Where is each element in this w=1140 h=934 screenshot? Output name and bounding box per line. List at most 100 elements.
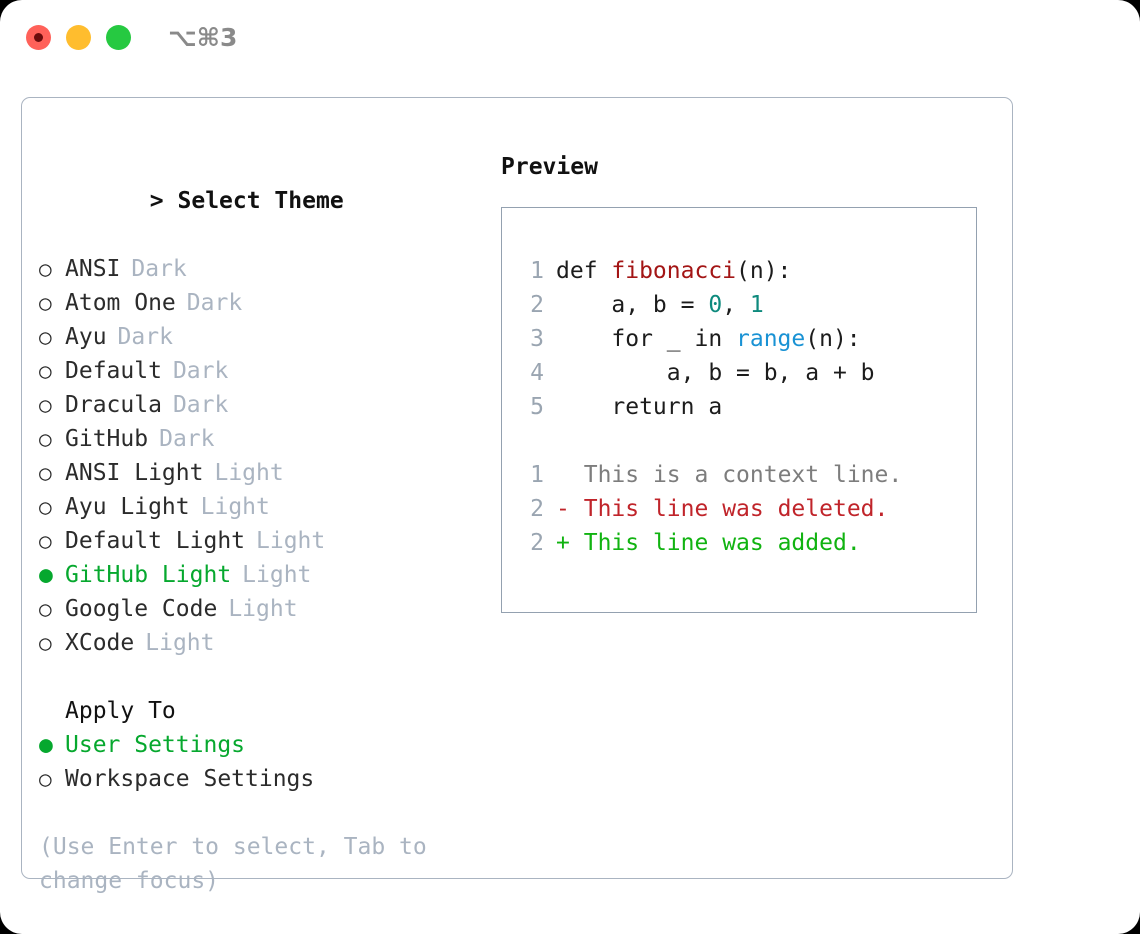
code-token-plain: a, b = (556, 292, 709, 318)
code-token-plain: (n): (805, 326, 861, 352)
diff-preview: 1 This is a context line.2- This line wa… (514, 458, 976, 560)
theme-option-variant: Dark (172, 358, 229, 384)
diff-line-text: This line was added. (583, 530, 861, 556)
theme-option-label: ANSI Light (65, 460, 204, 486)
radio-unselected-icon: ○ (39, 291, 52, 315)
radio-unselected-icon: ○ (39, 257, 52, 281)
theme-option-github[interactable]: ○ GitHub Dark (39, 422, 489, 456)
code-token-num: 0 (708, 292, 723, 318)
code-line: 2 a, b = 0, 1 (514, 288, 976, 322)
code-token-num: 1 (749, 292, 764, 318)
code-token-fn: fibonacci (611, 258, 737, 284)
radio-unselected-icon: ○ (39, 597, 52, 621)
code-line: 1 def fibonacci(n): (514, 254, 976, 288)
radio-unselected-icon: ○ (39, 767, 52, 791)
apply-to-option-label: User Settings (65, 732, 246, 758)
radio-unselected-icon: ○ (39, 495, 52, 519)
theme-option-label: Google Code (65, 596, 218, 622)
radio-unselected-icon: ○ (39, 393, 52, 417)
diff-gap (570, 492, 584, 526)
diff-line-number: 1 (530, 462, 544, 488)
code-line-number: 3 (530, 326, 544, 352)
theme-option-ayu[interactable]: ○ Ayu Dark (39, 320, 489, 354)
radio-selected-icon: ● (39, 732, 53, 758)
theme-option-variant: Dark (159, 426, 215, 452)
select-theme-title: Select Theme (177, 188, 344, 214)
theme-option-variant: Light (214, 460, 284, 486)
window-controls (26, 25, 131, 50)
theme-option-github-light[interactable]: ● GitHub Light Light (39, 558, 489, 592)
theme-option-variant: Dark (186, 290, 243, 316)
theme-option-label: Default Light (65, 528, 246, 554)
radio-selected-icon: ● (39, 562, 53, 588)
theme-option-variant: Light (145, 630, 215, 656)
theme-option-label: XCode (65, 630, 135, 656)
code-line-number: 1 (530, 258, 544, 284)
theme-option-variant: Dark (131, 256, 187, 282)
theme-option-xcode[interactable]: ○ XCode Light (39, 626, 489, 660)
diff-gap (570, 526, 584, 560)
diff-marker: + (556, 530, 570, 556)
code-line: 4 a, b = b, a + b (514, 356, 976, 390)
code-line: 3 for _ in range(n): (514, 322, 976, 356)
code-token-plain: , (722, 292, 750, 318)
radio-unselected-icon: ○ (39, 631, 52, 655)
code-line-number: 2 (530, 292, 544, 318)
maximize-button[interactable] (106, 25, 131, 50)
diff-marker (556, 458, 570, 492)
radio-unselected-icon: ○ (39, 325, 52, 349)
theme-option-label: Ayu Light (65, 494, 190, 520)
theme-option-label: ANSI (65, 256, 121, 282)
theme-option-variant: Light (256, 528, 326, 554)
minimize-button[interactable] (66, 25, 91, 50)
theme-option-google-code[interactable]: ○ Google Code Light (39, 592, 489, 626)
theme-option-variant: Light (242, 562, 312, 588)
keyboard-shortcut-label: ⌥⌘3 (168, 23, 238, 52)
diff-gap (570, 458, 584, 492)
diff-line-text: This is a context line. (583, 462, 903, 488)
diff-line-number: 2 (530, 530, 544, 556)
theme-option-variant: Dark (172, 392, 229, 418)
apply-to-header: Apply To (65, 698, 176, 724)
radio-unselected-icon: ○ (39, 427, 52, 451)
diff-line-number: 2 (530, 496, 544, 522)
apply-to-list: ● User Settings ○ Workspace Settings (39, 728, 489, 796)
preview-title: Preview (501, 154, 598, 180)
diff-line-added: 2 + This line was added. (514, 526, 976, 560)
apply-to-option-workspace-settings[interactable]: ○ Workspace Settings (39, 762, 489, 796)
apply-to-option-label: Workspace Settings (65, 766, 315, 792)
theme-option-ansi[interactable]: ○ ANSI Dark (39, 252, 489, 286)
theme-option-label: GitHub Light (65, 562, 232, 588)
theme-option-ansi-light[interactable]: ○ ANSI Light Light (39, 456, 489, 490)
theme-option-label: GitHub (65, 426, 149, 452)
radio-unselected-icon: ○ (39, 461, 52, 485)
theme-option-variant: Light (228, 596, 298, 622)
apply-to-option-user-settings[interactable]: ● User Settings (39, 728, 489, 762)
select-theme-header: > Select Theme (39, 150, 489, 252)
code-line: 5 return a (514, 390, 976, 424)
code-token-plain: for _ in (556, 326, 737, 352)
code-token-plain: def (556, 258, 612, 284)
radio-unselected-icon: ○ (39, 359, 52, 383)
theme-option-label: Ayu (65, 324, 107, 350)
code-token-plain: (n): (736, 258, 792, 284)
close-button[interactable] (26, 25, 51, 50)
theme-option-variant: Light (200, 494, 270, 520)
code-line-number: 5 (530, 394, 544, 420)
list-spacer (39, 660, 489, 694)
theme-option-ayu-light[interactable]: ○ Ayu Light Light (39, 490, 489, 524)
code-token-plain: a, b = b, a + b (556, 360, 875, 386)
theme-option-variant: Dark (117, 324, 173, 350)
diff-line-context: 1 This is a context line. (514, 458, 976, 492)
